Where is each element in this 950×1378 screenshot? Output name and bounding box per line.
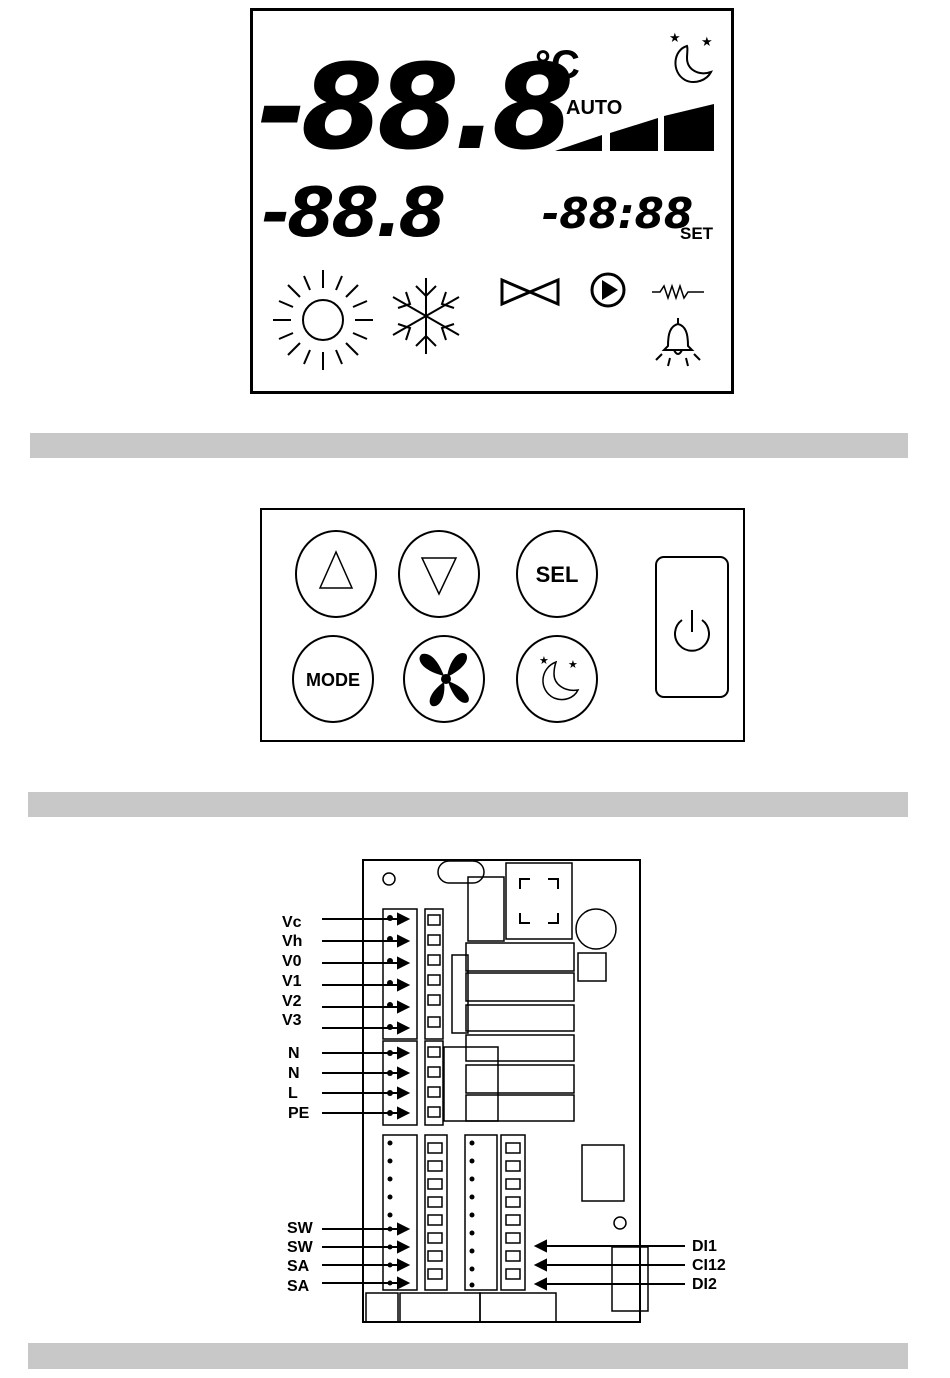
terminal-label-l: L: [288, 1085, 298, 1102]
left-terminal-labels: Vc Vh V0 V1 V2 V3 N N L PE SW SW SA SA: [282, 914, 314, 1295]
keypad-panel: SEL MODE ★ ★: [260, 508, 745, 742]
auto-mode-label: AUTO: [566, 97, 622, 119]
terminal-label-ci12: CI12: [692, 1257, 726, 1274]
sel-button[interactable]: SEL: [517, 531, 597, 617]
clock-digits: -88:88: [542, 189, 693, 238]
secondary-digits: -88.8: [262, 174, 444, 253]
svg-text:★: ★: [568, 659, 578, 671]
mode-button[interactable]: MODE: [293, 636, 373, 722]
terminal-label-sa1: SA: [287, 1258, 310, 1275]
terminal-label-sw2: SW: [287, 1239, 314, 1256]
svg-text:★: ★: [669, 30, 681, 45]
terminal-label-v2: V2: [282, 993, 302, 1010]
lcd-display: -88.8 °C ★ ★ AUTO -88.8 -88:88 SET: [250, 8, 734, 396]
separator-bar: [30, 433, 908, 458]
main-temperature-digits: -88.8: [258, 38, 570, 176]
fan-button[interactable]: [404, 636, 484, 722]
terminal-label-sa2: SA: [287, 1278, 310, 1295]
separator-bar: [28, 792, 908, 817]
terminal-label-n2: N: [288, 1065, 300, 1082]
up-arrow-button[interactable]: [296, 531, 376, 617]
lcd-display-graphic: -88.8 °C ★ ★ AUTO -88.8 -88:88 SET: [250, 8, 734, 396]
power-button[interactable]: [656, 557, 728, 697]
separator-bar: [28, 1343, 908, 1369]
pump-icon: [592, 274, 624, 306]
wiring-graphic: Vc Vh V0 V1 V2 V3 N N L PE SW SW SA SA: [280, 855, 740, 1327]
terminal-label-vc: Vc: [282, 914, 302, 931]
terminal-label-di1: DI1: [692, 1238, 717, 1255]
mode-label: MODE: [306, 670, 360, 690]
terminal-label-vh: Vh: [282, 933, 302, 950]
svg-text:★: ★: [701, 34, 713, 49]
svg-text:★: ★: [539, 655, 549, 667]
sel-label: SEL: [536, 562, 579, 587]
celsius-unit: °C: [535, 43, 580, 87]
terminal-label-n1: N: [288, 1045, 300, 1062]
set-label: SET: [680, 224, 714, 243]
terminal-label-di2: DI2: [692, 1276, 717, 1293]
wiring-diagram: Vc Vh V0 V1 V2 V3 N N L PE SW SW SA SA: [280, 855, 740, 1327]
terminal-label-v3: V3: [282, 1012, 302, 1029]
terminal-label-sw1: SW: [287, 1220, 314, 1237]
right-terminal-labels: DI1 CI12 DI2: [692, 1238, 726, 1293]
keypad-graphic: SEL MODE ★ ★: [262, 510, 743, 740]
night-mode-button[interactable]: ★ ★: [517, 636, 597, 722]
terminal-label-v1: V1: [282, 973, 302, 990]
down-arrow-button[interactable]: [399, 531, 479, 617]
terminal-label-v0: V0: [282, 953, 302, 970]
terminal-label-pe: PE: [288, 1105, 310, 1122]
